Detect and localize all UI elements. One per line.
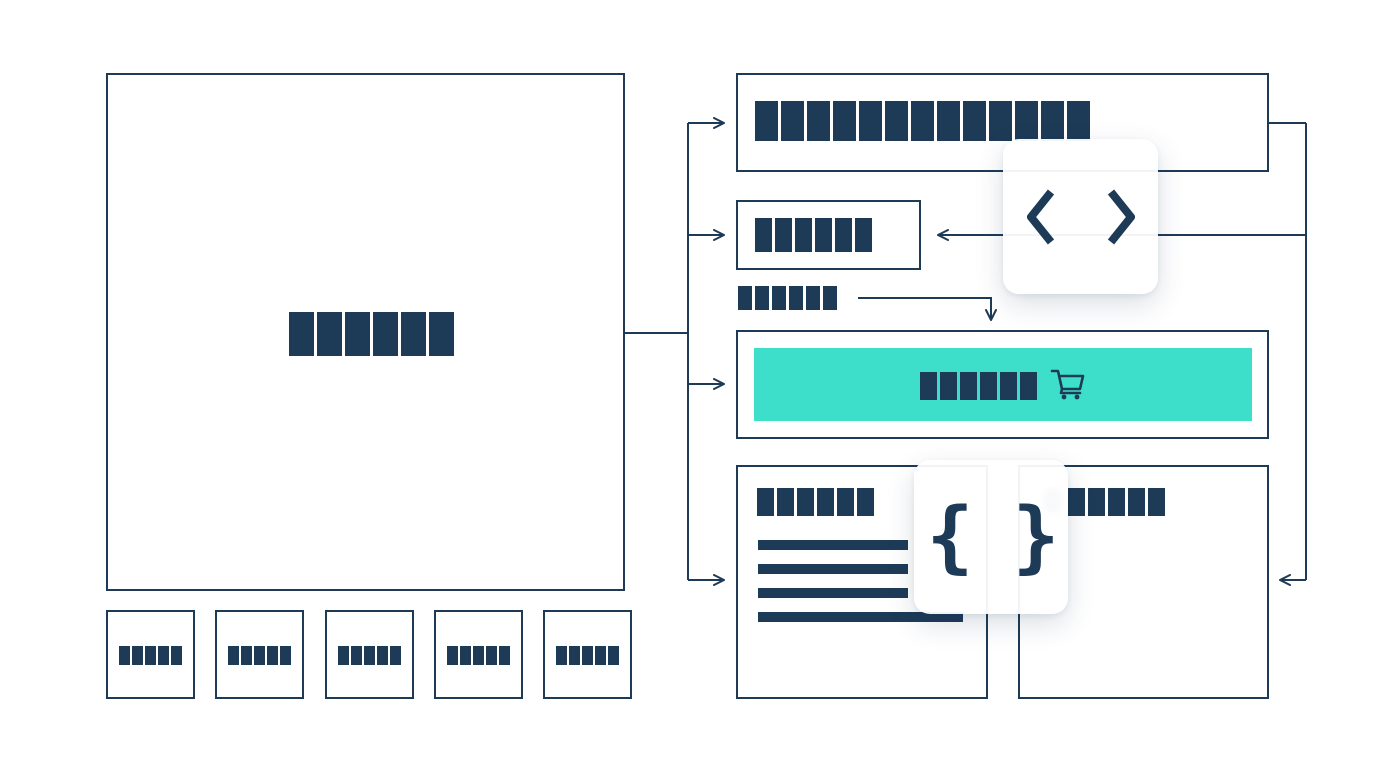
- thumbnail-4[interactable]: [434, 610, 523, 699]
- title-redacted-label: [755, 101, 1090, 141]
- details-text-line: [758, 564, 908, 574]
- cart-button-redacted-label: [920, 372, 1037, 400]
- product-title-box: [736, 73, 1269, 172]
- add-to-cart-button[interactable]: [754, 348, 1252, 421]
- details-text-line: [758, 588, 908, 598]
- curly-braces-icon: { }: [926, 492, 1060, 582]
- json-badge: { }: [914, 460, 1068, 614]
- code-badge: [1003, 139, 1158, 294]
- thumbnail-5[interactable]: [543, 610, 632, 699]
- thumbnail-1[interactable]: [106, 610, 195, 699]
- small-redacted-label: [738, 286, 837, 310]
- main-panel-redacted-label: [289, 312, 454, 356]
- details-text-line: [758, 612, 963, 622]
- arrow-label-to-cart: [858, 297, 997, 321]
- main-image-panel: [106, 73, 625, 591]
- thumbnail-2[interactable]: [215, 610, 304, 699]
- price-box: [736, 200, 921, 270]
- cart-icon: [1050, 369, 1085, 400]
- thumbnail-3[interactable]: [325, 610, 414, 699]
- details-left-redacted-heading: [757, 488, 874, 516]
- details-text-line: [758, 540, 908, 550]
- code-brackets-icon: [1026, 189, 1135, 244]
- details-right-redacted-heading: [1068, 488, 1165, 516]
- price-redacted-label: [755, 218, 872, 252]
